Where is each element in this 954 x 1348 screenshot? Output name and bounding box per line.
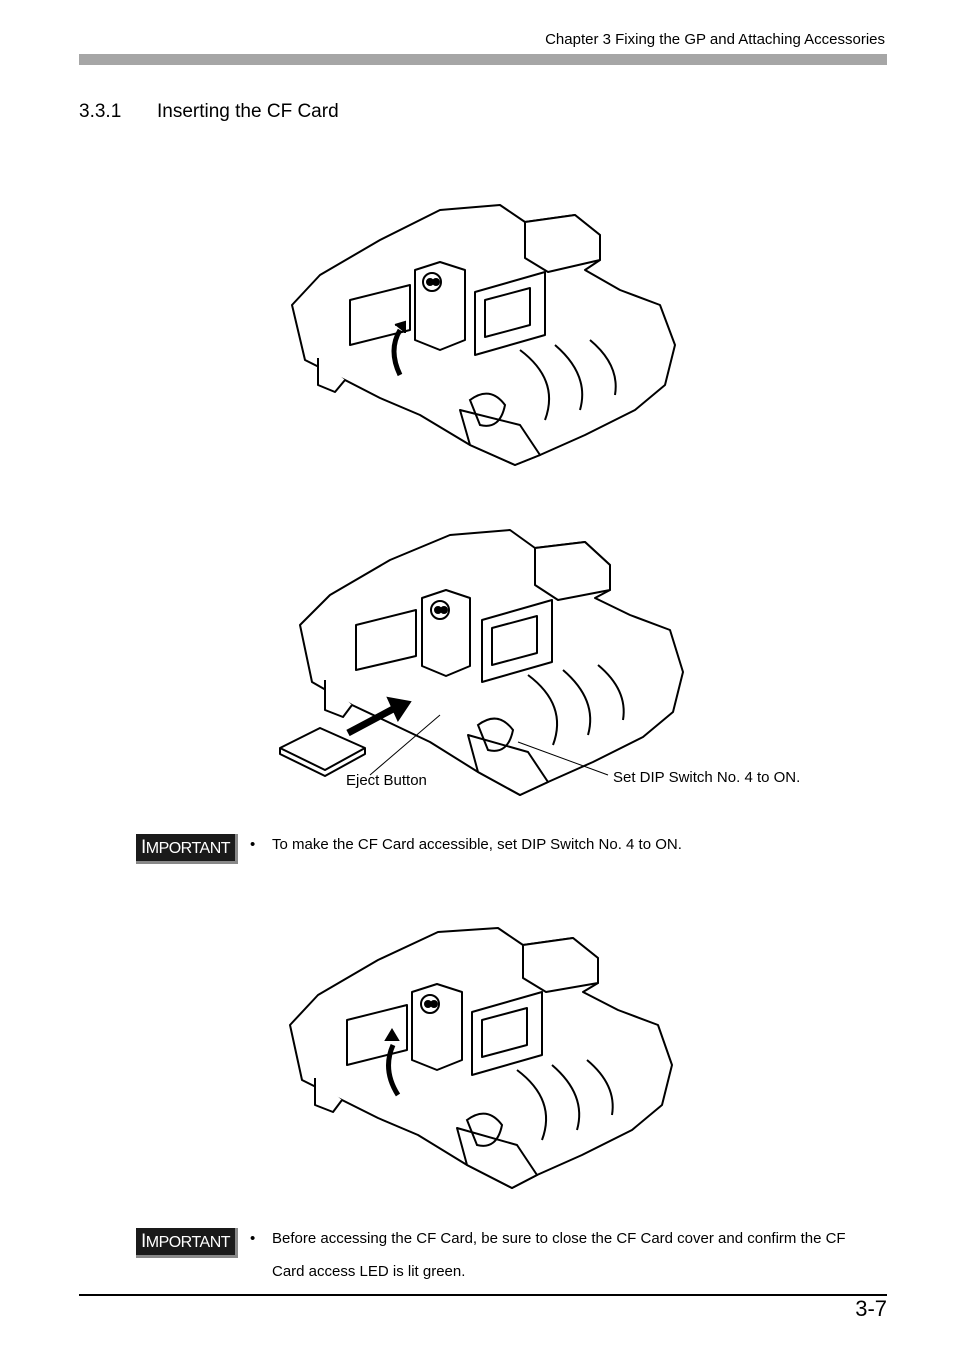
dip-switch-label: Set DIP Switch No. 4 to ON. (613, 769, 801, 786)
bullet: • (250, 836, 256, 853)
header-bar (79, 54, 887, 65)
section-number: 3.3.1 (79, 101, 122, 122)
footer-rule (79, 1294, 887, 1296)
important-note-text: To make the CF Card accessible, set DIP … (272, 836, 682, 853)
bullet: • (250, 1230, 256, 1247)
eject-button-label: Eject Button (346, 772, 427, 789)
important-badge: IMPORTANT (136, 834, 238, 864)
important-note-text: Before accessing the CF Card, be sure to… (272, 1230, 846, 1280)
section-title: Inserting the CF Card (157, 101, 339, 122)
chapter-header: Chapter 3 Fixing the GP and Attaching Ac… (545, 31, 885, 48)
important-badge: IMPORTANT (136, 1228, 238, 1258)
page-number: 3-7 (855, 1296, 887, 1321)
